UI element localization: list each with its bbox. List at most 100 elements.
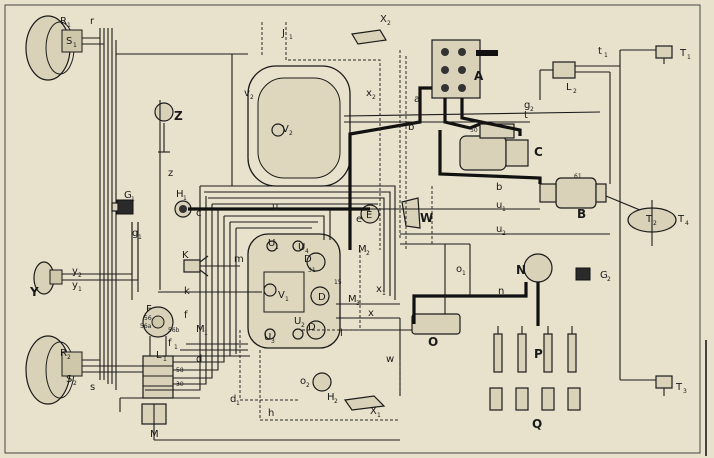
label-e: E: [366, 210, 372, 221]
lamp-t3: [655, 375, 673, 396]
terminal-58: 58: [176, 367, 184, 374]
label-z: Z: [174, 109, 183, 123]
label-m3: M: [348, 294, 357, 305]
label-x2: X: [380, 14, 387, 25]
wire-y2: y: [72, 266, 78, 277]
label-t2: T: [645, 214, 653, 225]
wire-c: c: [196, 208, 202, 219]
starter-c: [459, 123, 529, 171]
label-d3: D: [308, 322, 316, 333]
svg-text:1: 1: [289, 34, 293, 41]
speedometer-v2: [247, 65, 351, 187]
label-m: M: [150, 429, 159, 440]
wire-b2: b: [496, 182, 502, 193]
svg-text:2: 2: [78, 272, 82, 279]
label-m1: M: [196, 324, 205, 335]
wire-u2: u: [496, 224, 502, 235]
svg-text:1: 1: [382, 290, 386, 297]
side-lamp-y: [33, 261, 63, 295]
component-l3: [552, 61, 576, 79]
main-harness: [116, 53, 400, 441]
svg-text:2: 2: [73, 380, 77, 387]
label-s2: S: [66, 374, 72, 385]
wire-u: u: [272, 202, 278, 213]
label-l1: L: [156, 350, 162, 361]
distributor-n: [523, 253, 553, 283]
headlight-bottom-left: [25, 335, 83, 405]
wire-t1: t: [598, 46, 602, 57]
wire-m: m: [234, 254, 244, 265]
label-l2: L: [566, 82, 572, 93]
battery-a: [431, 39, 498, 99]
svg-text:1: 1: [236, 400, 240, 407]
terminal-56: 56: [144, 315, 152, 322]
svg-text:2: 2: [573, 88, 577, 95]
svg-text:1: 1: [502, 206, 506, 213]
svg-text:1: 1: [131, 196, 135, 203]
wire-l: l: [340, 328, 343, 339]
component-f: [142, 306, 174, 338]
wire-z: z: [168, 168, 173, 179]
terminal-50: 50: [470, 127, 478, 134]
terminal-labels: 56 56a 56b 58 30 61 50 31 15: [140, 127, 582, 388]
wire-e: e: [356, 214, 362, 225]
svg-text:1: 1: [67, 22, 71, 29]
wire-o2: o: [300, 376, 306, 387]
wire-h: h: [268, 408, 274, 419]
wire-d: d: [196, 354, 202, 365]
svg-text:3: 3: [356, 300, 360, 307]
label-j1: J: [281, 28, 285, 39]
wire-u1: u: [496, 200, 502, 211]
wire-x1: x: [376, 284, 382, 295]
svg-text:2: 2: [653, 220, 657, 227]
label-s1: S: [66, 36, 72, 47]
label-f: F: [146, 304, 152, 315]
svg-text:1: 1: [73, 42, 77, 49]
component-x2: [351, 29, 387, 45]
svg-text:2: 2: [607, 276, 611, 283]
label-t1: T: [679, 48, 687, 59]
wire-r: r: [90, 16, 95, 27]
wire-x: x: [368, 308, 374, 319]
wire-f1: f: [168, 338, 172, 349]
component-g1: [111, 199, 134, 215]
generator-b: [539, 177, 607, 209]
label-t3: T: [675, 382, 683, 393]
sheet-border: [4, 4, 701, 454]
svg-text:2: 2: [250, 94, 254, 101]
svg-text:2: 2: [502, 230, 506, 237]
label-u2: U: [294, 316, 301, 327]
headlight-top-left: [25, 15, 83, 81]
svg-text:1: 1: [462, 270, 466, 277]
label-r2: R: [60, 348, 67, 359]
label-o: O: [428, 335, 438, 349]
wire-a: a: [414, 94, 420, 105]
component-h2: [312, 372, 332, 392]
label-g1: G: [124, 190, 132, 201]
svg-text:2: 2: [67, 354, 71, 361]
wire-f: f: [184, 310, 188, 321]
svg-text:2: 2: [301, 322, 305, 329]
svg-text:1: 1: [275, 244, 279, 251]
label-a: A: [474, 69, 484, 83]
label-v2: V: [282, 124, 289, 135]
label-w: W: [420, 211, 433, 225]
heavy-cables: [188, 86, 573, 334]
coil-o: [411, 313, 461, 335]
wire-w: w: [386, 354, 394, 365]
svg-text:1: 1: [174, 344, 178, 351]
svg-text:1: 1: [285, 296, 289, 303]
terminal-61: 61: [574, 173, 582, 180]
component-z: [154, 100, 174, 153]
label-t4: T: [677, 214, 685, 225]
label-y: Y: [29, 285, 39, 299]
svg-text:1: 1: [604, 52, 608, 59]
wire-b: b: [408, 122, 414, 133]
svg-text:4: 4: [305, 248, 309, 255]
spark-plugs-q: [489, 387, 581, 411]
label-b: B: [577, 207, 586, 221]
label-u1: U: [268, 238, 275, 249]
svg-text:2: 2: [530, 106, 534, 113]
